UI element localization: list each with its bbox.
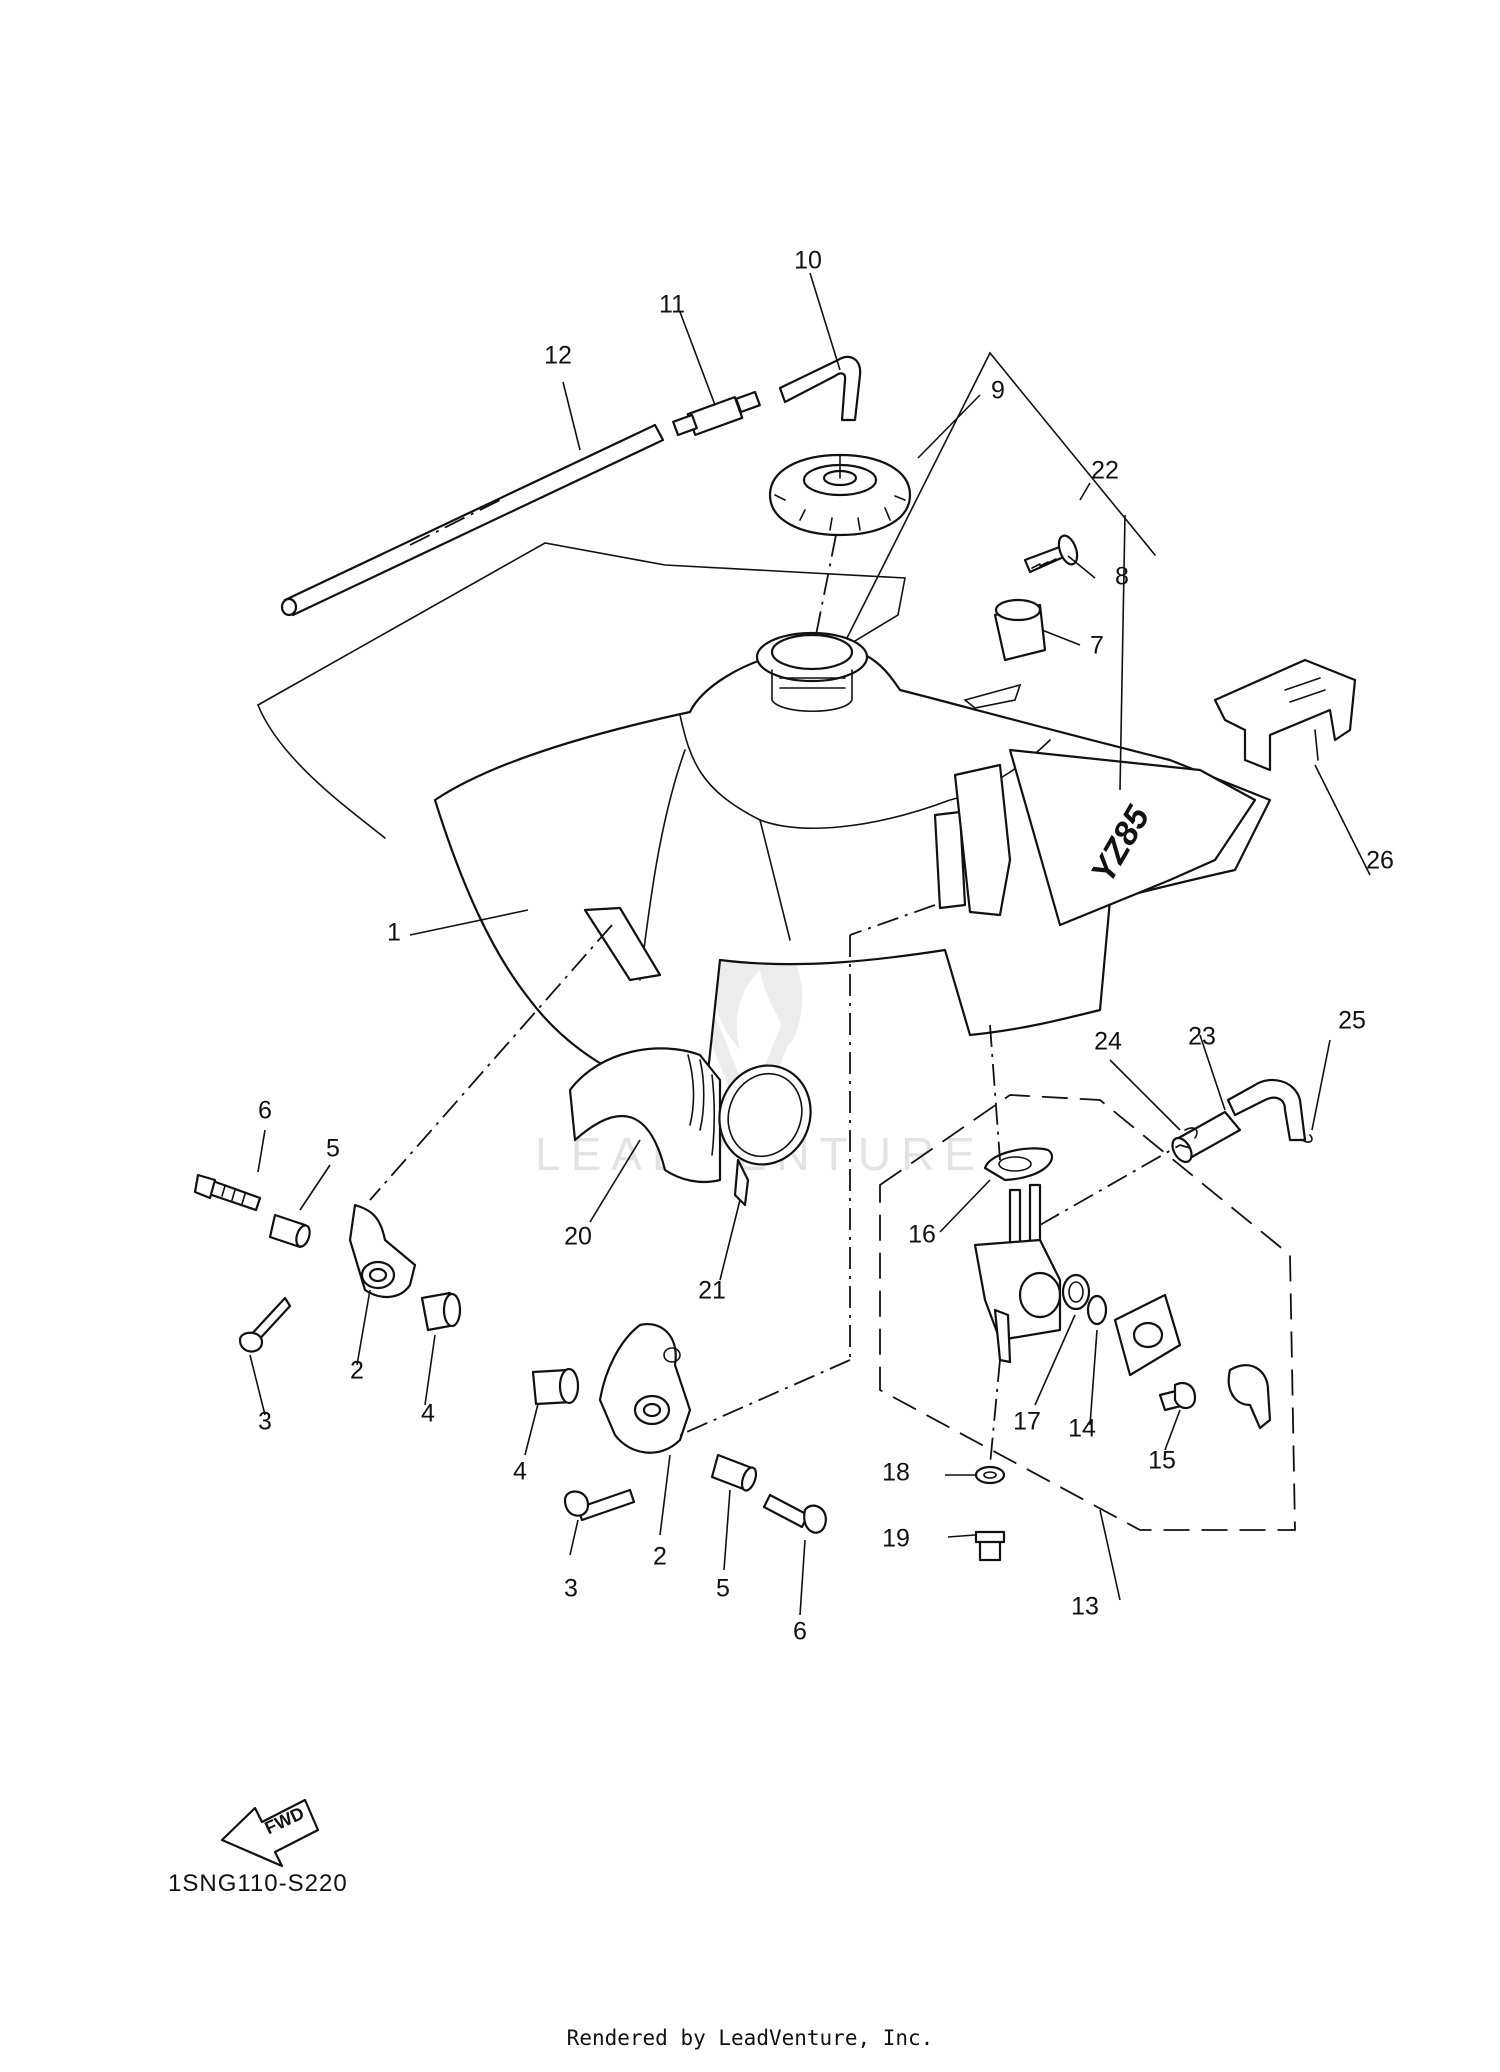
left-mount-hardware bbox=[193, 1173, 462, 1353]
callouts: 10 11 12 9 22 8 7 26 1 20 21 6 5 2 3 4 4… bbox=[258, 247, 1394, 1646]
callout-9: 9 bbox=[991, 377, 1005, 405]
callout-4a: 4 bbox=[421, 1400, 435, 1428]
breather-valve bbox=[672, 390, 761, 437]
callout-3b: 3 bbox=[564, 1575, 578, 1603]
callout-22: 22 bbox=[1091, 457, 1119, 485]
alignment-lines bbox=[369, 534, 1191, 1466]
callout-8: 8 bbox=[1115, 563, 1129, 591]
band-clamp bbox=[718, 1064, 812, 1207]
callout-2a: 2 bbox=[350, 1357, 364, 1385]
callout-20: 20 bbox=[564, 1223, 592, 1251]
callout-6b: 6 bbox=[793, 1618, 807, 1646]
fuel-cap bbox=[768, 453, 912, 537]
callout-11: 11 bbox=[659, 291, 685, 319]
decal-sheet bbox=[257, 351, 1156, 706]
fuel-cock bbox=[973, 1078, 1313, 1562]
callout-23: 23 bbox=[1188, 1023, 1216, 1051]
callout-12: 12 bbox=[544, 342, 572, 370]
tank-bolt bbox=[1023, 534, 1079, 574]
tank-bracket bbox=[1213, 658, 1357, 772]
callout-21: 21 bbox=[698, 1277, 726, 1305]
callout-5b: 5 bbox=[716, 1575, 730, 1603]
callout-6a: 6 bbox=[258, 1097, 272, 1125]
right-mount-hardware bbox=[531, 1322, 827, 1534]
rubber-boot bbox=[568, 1047, 722, 1184]
callout-2b: 2 bbox=[653, 1543, 667, 1571]
breather-hose-bend bbox=[778, 355, 862, 422]
tank-damper bbox=[993, 598, 1047, 662]
callout-24: 24 bbox=[1094, 1028, 1122, 1056]
callout-4b: 4 bbox=[513, 1458, 527, 1486]
fwd-arrow-icon: FWD bbox=[220, 1798, 320, 1868]
callout-13: 13 bbox=[1071, 1593, 1099, 1621]
callout-18: 18 bbox=[882, 1459, 910, 1487]
fuel-tank: YZ85 bbox=[433, 631, 1272, 1102]
diagram-code: 1SNG110-S220 bbox=[168, 1870, 348, 1897]
callout-1: 1 bbox=[387, 919, 401, 947]
callout-26: 26 bbox=[1366, 847, 1394, 875]
fuel-cock-group-box bbox=[879, 1094, 1296, 1531]
callout-19: 19 bbox=[882, 1525, 910, 1553]
callout-15: 15 bbox=[1148, 1447, 1176, 1475]
breather-pipe bbox=[280, 423, 665, 617]
callout-5a: 5 bbox=[326, 1135, 340, 1163]
callout-16: 16 bbox=[908, 1221, 936, 1249]
callout-3a: 3 bbox=[258, 1408, 272, 1436]
render-credit: Rendered by LeadVenture, Inc. bbox=[566, 2026, 934, 2050]
callout-10: 10 bbox=[794, 247, 822, 275]
leader-lines bbox=[249, 272, 1371, 1616]
callout-17: 17 bbox=[1013, 1408, 1041, 1436]
callout-25: 25 bbox=[1338, 1007, 1366, 1035]
callout-7: 7 bbox=[1090, 632, 1104, 660]
callout-14: 14 bbox=[1068, 1415, 1096, 1443]
